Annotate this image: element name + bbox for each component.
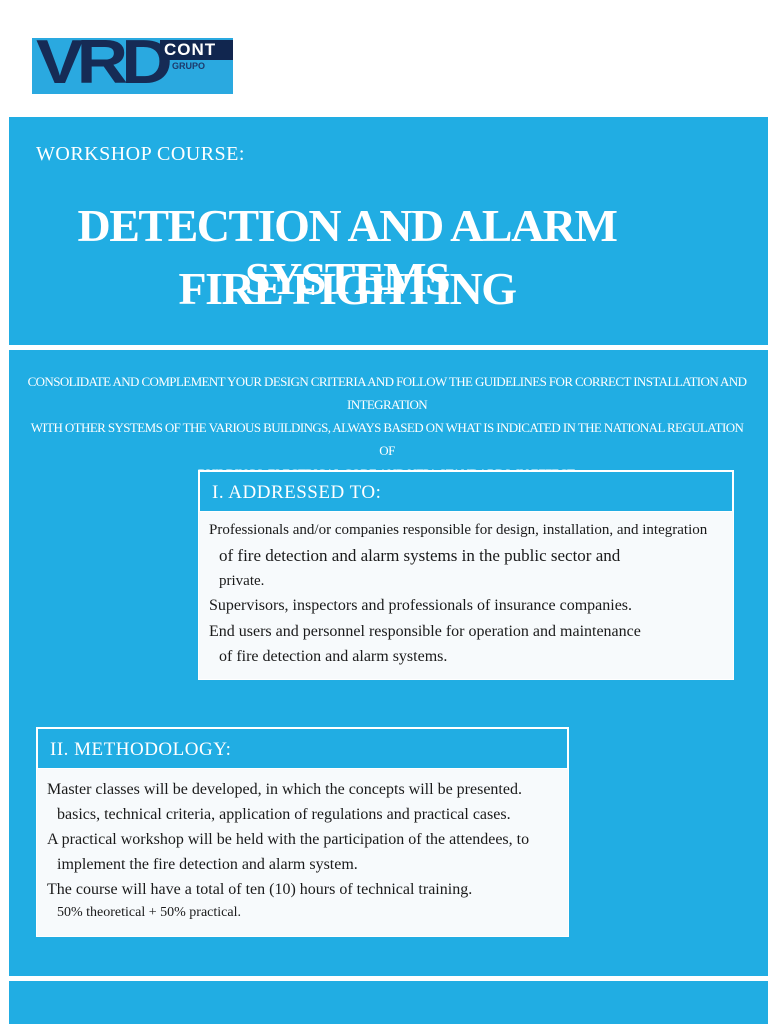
header-banner: WORKSHOP COURSE: DETECTION AND ALARM SYS… xyxy=(9,117,768,345)
company-logo: VRD CONT GRUPO xyxy=(32,38,233,94)
intro-line-1: CONSOLIDATE AND COMPLEMENT YOUR DESIGN C… xyxy=(27,374,747,412)
methodology-body: Master classes will be developed, in whi… xyxy=(37,769,568,936)
methodology-section: II. METHODOLOGY: Master classes will be … xyxy=(36,727,569,937)
list-item: of fire detection and alarm systems in t… xyxy=(219,546,621,565)
list-item: implement the fire detection and alarm s… xyxy=(57,856,358,873)
logo-badge: CONT xyxy=(160,40,233,60)
logo-main-text: VRD xyxy=(36,38,173,94)
page-title-line2: FIRE FIGHTING xyxy=(178,263,517,314)
list-item: A practical workshop will be held with t… xyxy=(47,831,530,848)
list-item: Master classes will be developed, in whi… xyxy=(47,781,522,798)
logo-subtext: GRUPO xyxy=(172,61,206,71)
footer-banner xyxy=(9,981,768,1024)
course-label: WORKSHOP COURSE: xyxy=(36,143,245,165)
page-title-line1: DETECTION AND ALARM SYSTEMS xyxy=(77,200,618,304)
list-item: End users and personnel responsible for … xyxy=(209,623,641,640)
list-item: 50% theoretical + 50% practical. xyxy=(57,905,241,920)
list-item: of fire detection and alarm systems. xyxy=(219,648,448,665)
addressed-to-body: Professionals and/or companies responsib… xyxy=(199,512,733,679)
list-item: Supervisors, inspectors and professional… xyxy=(209,597,633,614)
list-item: Professionals and/or companies responsib… xyxy=(209,522,708,538)
methodology-heading: II. METHODOLOGY: xyxy=(37,728,568,769)
list-item: private. xyxy=(219,573,265,589)
content-banner: CONSOLIDATE AND COMPLEMENT YOUR DESIGN C… xyxy=(9,350,768,976)
intro-line-2: WITH OTHER SYSTEMS OF THE VARIOUS BUILDI… xyxy=(30,420,744,458)
list-item: basics, technical criteria, application … xyxy=(57,806,511,823)
intro-text: CONSOLIDATE AND COMPLEMENT YOUR DESIGN C… xyxy=(23,370,751,485)
list-item: The course will have a total of ten (10)… xyxy=(47,881,473,898)
addressed-to-heading: I. ADDRESSED TO: xyxy=(199,471,733,512)
addressed-to-section: I. ADDRESSED TO: Professionals and/or co… xyxy=(198,470,734,680)
